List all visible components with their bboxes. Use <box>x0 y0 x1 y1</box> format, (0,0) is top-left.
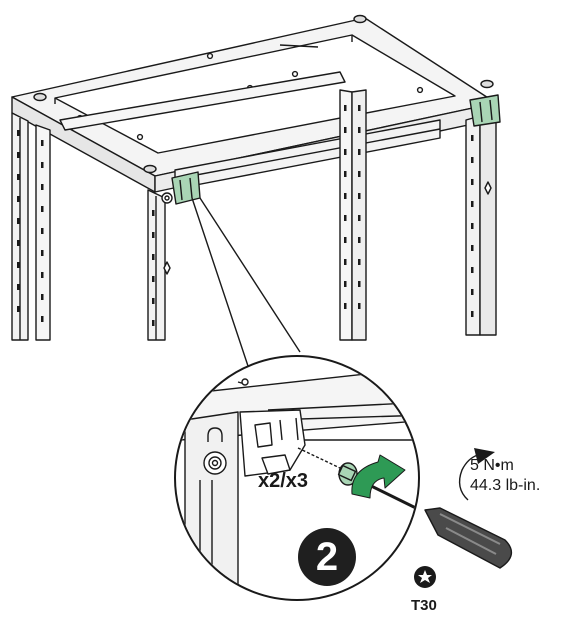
torque-imperial: 44.3 lb-in. <box>470 477 541 494</box>
bit-label: T30 <box>411 597 437 614</box>
detail-view <box>174 355 420 601</box>
tighten-arrow-icon <box>351 454 406 499</box>
screw-icon <box>297 447 358 486</box>
callout-line-right <box>199 197 301 353</box>
step-badge: 2 <box>298 528 356 586</box>
rack-frame <box>11 14 501 341</box>
frame-bracket-right <box>469 94 501 127</box>
torque-arrow-icon <box>458 448 495 501</box>
torque-metric: 5 N•m <box>470 457 514 474</box>
callout-line-left <box>191 197 249 367</box>
torx-icon <box>414 566 436 588</box>
step-number: 2 <box>315 535 339 579</box>
screwdriver-icon <box>424 507 513 569</box>
quantity-label: x2/x3 <box>258 470 309 492</box>
